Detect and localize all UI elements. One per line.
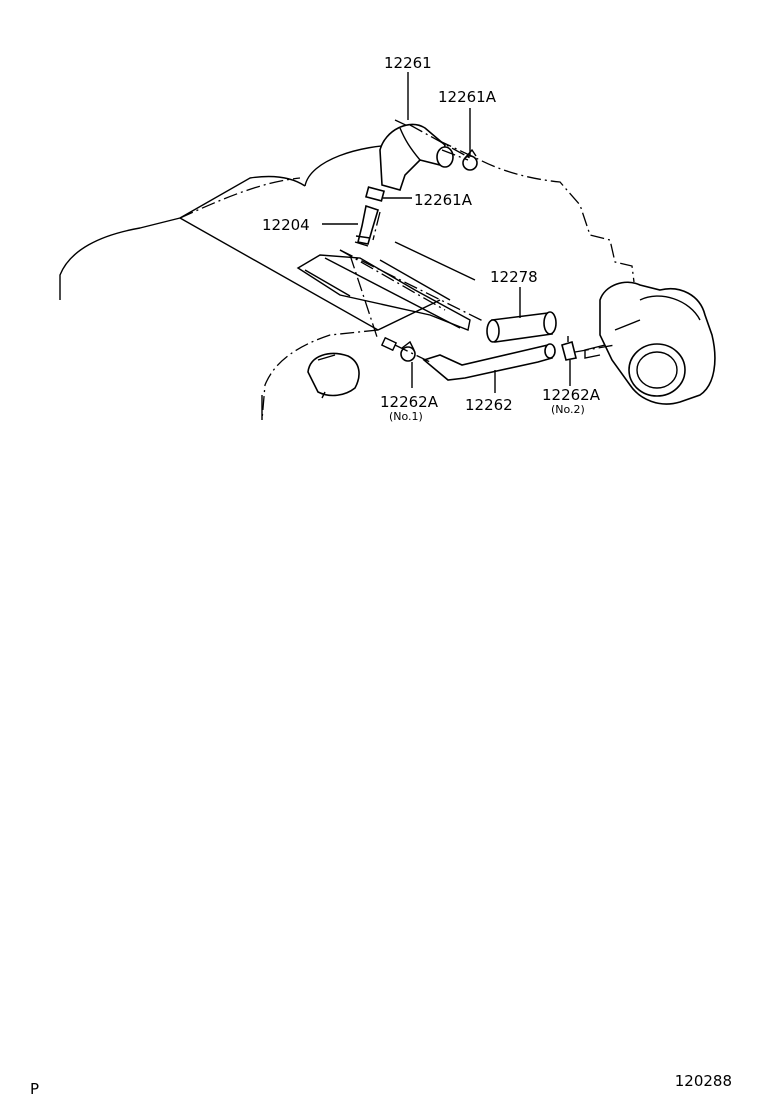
callout-12262a-no1: 12262A	[380, 393, 439, 411]
engine-outline	[59, 119, 635, 421]
clip-12262a-no1	[380, 336, 416, 362]
hose-12262	[422, 343, 556, 381]
oil-filler-cap	[307, 352, 360, 399]
alignment-lines	[339, 124, 471, 363]
callout-12261a-upper: 12261A	[438, 88, 497, 106]
pcv-valve-12204	[354, 204, 379, 247]
throttle-body	[574, 281, 716, 405]
clip-12261a-middle	[364, 186, 386, 202]
clip-12262a-no2	[561, 336, 577, 361]
hose-12278	[486, 311, 557, 343]
callout-12262: 12262	[465, 396, 513, 414]
callout-12204: 12204	[262, 216, 310, 234]
leader-lines	[322, 72, 571, 393]
valve-cover	[296, 241, 486, 331]
callout-12262a-no1-sub: (No.1)	[389, 410, 423, 423]
pcv-hose-12261	[379, 123, 454, 191]
callout-12278: 12278	[490, 268, 538, 286]
callout-12262a-no2-sub: (No.2)	[551, 403, 585, 416]
callout-labels: 12261 12261A 12261A 12204 12278 12262A (…	[262, 54, 601, 423]
page-letter: P	[30, 1080, 40, 1098]
callout-12261a-middle: 12261A	[414, 191, 473, 209]
figure-number: 120288	[674, 1072, 732, 1090]
callout-12261: 12261	[384, 54, 432, 72]
callout-12262a-no2: 12262A	[542, 386, 601, 404]
